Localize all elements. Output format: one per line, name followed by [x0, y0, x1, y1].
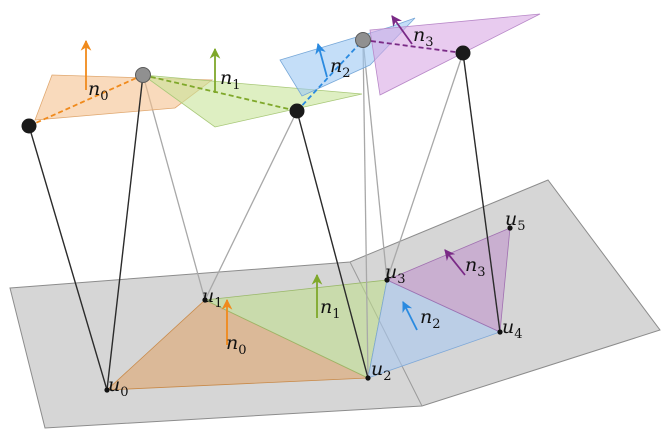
label-n0-bottom: n0: [226, 332, 247, 358]
upper-vertex-4: [455, 45, 471, 61]
label-n1-bottom: n1: [320, 296, 341, 322]
label-u3: u3: [385, 261, 406, 287]
label-u0: u0: [108, 374, 129, 400]
dashed-link-2: [296, 39, 364, 112]
label-u2: u2: [371, 358, 392, 384]
upper-vertex-2: [289, 103, 305, 119]
label-n1-top: n1: [220, 67, 241, 93]
label-n3-top: n3: [413, 24, 434, 50]
normal-arrow-bottom-2: [402, 301, 418, 331]
lower-vertices: [104, 225, 513, 393]
normal-arrow-top-2: [315, 42, 328, 78]
dashed-link-0: [28, 74, 144, 127]
label-n3-bottom: n3: [465, 254, 486, 280]
dashed-link-1: [142, 74, 298, 112]
connector-lines-light: [142, 39, 464, 379]
dashed-link-3: [362, 39, 464, 54]
normal-arrow-top-3: [391, 15, 413, 45]
label-u1: u1: [202, 285, 223, 311]
label-n0-top: n0: [88, 78, 109, 104]
label-n2-bottom: n2: [420, 306, 441, 332]
label-n2-top: n2: [330, 55, 351, 81]
label-u5: u5: [505, 208, 526, 234]
upper-vertex-3: [355, 32, 371, 48]
label-u4: u4: [502, 316, 523, 342]
upper-vertex-1: [135, 67, 151, 83]
upper-vertex-0: [21, 118, 37, 134]
normal-arrow-bottom-3: [444, 249, 466, 276]
connector-lines-dark: [28, 52, 501, 391]
